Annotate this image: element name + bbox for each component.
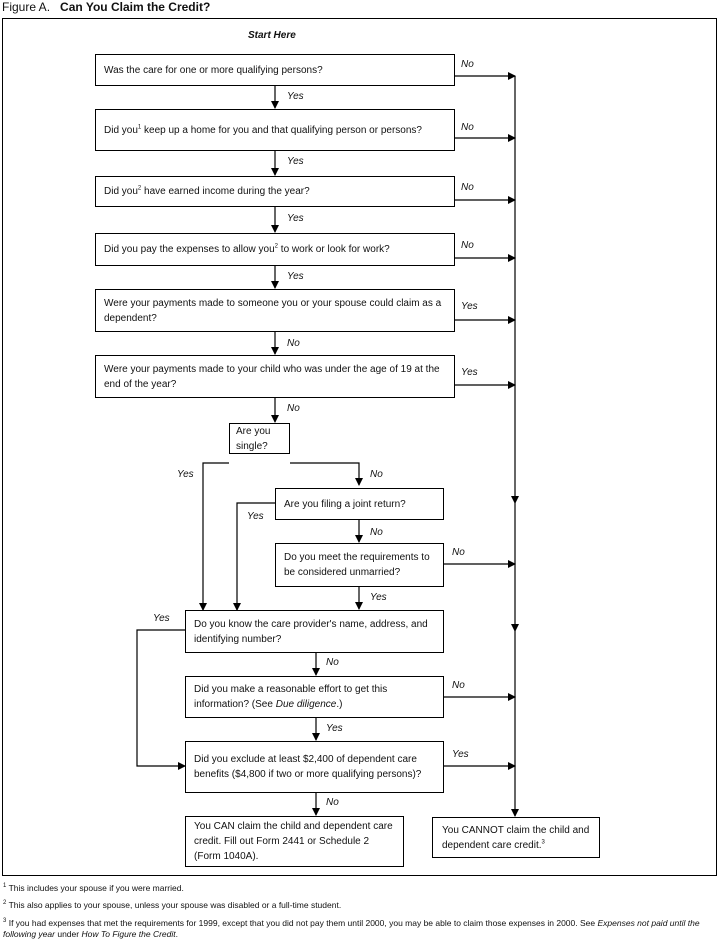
label-no: No	[452, 680, 465, 691]
figure-heading: Can You Claim the Credit?	[60, 0, 211, 14]
question-text: Were your payments made to your child wh…	[104, 363, 440, 390]
label-yes: Yes	[370, 592, 387, 603]
question-text: Do you meet the requirements to be consi…	[284, 552, 430, 578]
result-text: You CAN claim the child and dependent ca…	[194, 821, 393, 862]
question-text: Are you single?	[236, 425, 271, 452]
arrow-q7-yes	[199, 462, 229, 611]
footnote-2: 2 This also applies to your spouse, unle…	[3, 900, 342, 910]
figure-title: Figure A. Can You Claim the Credit?	[2, 0, 210, 14]
label-yes: Yes	[287, 91, 304, 102]
figure-label: Figure A.	[2, 0, 51, 14]
label-yes: Yes	[326, 723, 343, 734]
label-yes: Yes	[247, 511, 264, 522]
label-yes: Yes	[153, 613, 170, 624]
label-yes: Yes	[287, 271, 304, 282]
question-qualifying-persons: Was the care for one or more qualifying …	[95, 54, 455, 86]
label-yes: Yes	[452, 749, 469, 760]
footnote-1: 1 This includes your spouse if you were …	[3, 883, 184, 893]
start-here-label: Start Here	[248, 30, 296, 41]
label-no: No	[287, 403, 300, 414]
question-child-under-19: Were your payments made to your child wh…	[95, 355, 455, 398]
question-text: Were your payments made to someone you o…	[104, 297, 442, 324]
label-no: No	[461, 59, 474, 70]
question-earned-income: Did you2 have earned income during the y…	[95, 176, 455, 207]
question-reasonable-effort: Did you make a reasonable effort to get …	[185, 676, 444, 718]
question-text: Do you know the care provider's name, ad…	[194, 618, 428, 645]
question-text: Was the care for one or more qualifying …	[104, 64, 323, 76]
question-keep-up-home: Did you1 keep up a home for you and that…	[95, 109, 455, 151]
label-yes: Yes	[287, 156, 304, 167]
question-considered-unmarried: Do you meet the requirements to be consi…	[275, 543, 444, 587]
label-yes: Yes	[177, 469, 194, 480]
arrow-q7-no	[290, 462, 363, 486]
label-no: No	[452, 547, 465, 558]
label-no: No	[370, 469, 383, 480]
result-cannot-claim: You CANNOT claim the child and dependent…	[432, 817, 600, 858]
label-no: No	[461, 122, 474, 133]
result-text: You CANNOT claim the child and dependent…	[442, 824, 590, 851]
question-text: Did you1 keep up a home for you and that…	[104, 124, 422, 136]
arrow-q8-yes	[233, 502, 275, 611]
question-dependent-payments: Were your payments made to someone you o…	[95, 289, 455, 332]
label-no: No	[326, 797, 339, 808]
label-no: No	[461, 240, 474, 251]
label-no: No	[287, 338, 300, 349]
question-text: Did you exclude at least $2,400 of depen…	[194, 754, 422, 780]
label-yes: Yes	[461, 301, 478, 312]
question-joint-return: Are you filing a joint return?	[275, 488, 444, 520]
exit-midarrow-b	[511, 624, 519, 632]
flowchart-connectors	[136, 72, 519, 817]
question-pay-expenses: Did you pay the expenses to allow you2 t…	[95, 233, 455, 266]
question-provider-info: Do you know the care provider's name, ad…	[185, 610, 444, 653]
question-text: Did you2 have earned income during the y…	[104, 185, 310, 197]
question-exclude-benefits: Did you exclude at least $2,400 of depen…	[185, 741, 444, 793]
footnote-3: 3 If you had expenses that met the requi…	[3, 918, 700, 939]
exit-midarrow-a	[511, 496, 519, 504]
question-text: Are you filing a joint return?	[284, 498, 406, 510]
result-can-claim: You CAN claim the child and dependent ca…	[185, 816, 404, 867]
label-no: No	[370, 527, 383, 538]
question-text: Did you pay the expenses to allow you2 t…	[104, 243, 390, 255]
label-yes: Yes	[461, 367, 478, 378]
question-text: Did you make a reasonable effort to get …	[194, 684, 388, 710]
label-no: No	[326, 657, 339, 668]
flowchart-frame	[2, 18, 717, 876]
arrow-q10-yes	[136, 629, 186, 770]
label-yes: Yes	[287, 213, 304, 224]
label-no: No	[461, 182, 474, 193]
question-single: Are you single?	[229, 423, 290, 454]
